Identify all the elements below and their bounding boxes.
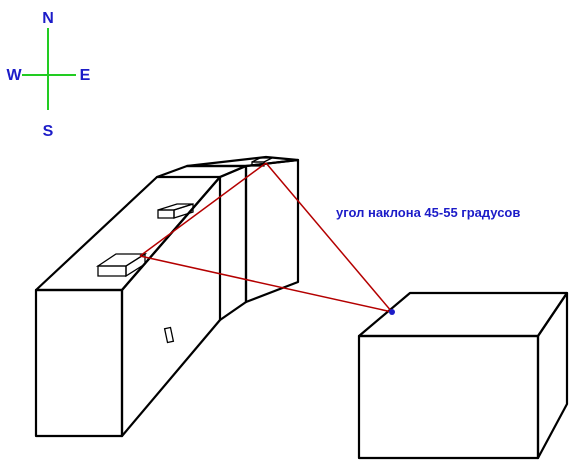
left-building-side-face — [120, 175, 222, 438]
sight-lines — [139, 162, 395, 315]
tilt-angle-annotation: угол наклона 45-55 градусов — [336, 205, 520, 220]
connecting-section-wall — [218, 164, 248, 322]
left-building-front-face — [34, 288, 124, 438]
right-building-side-face — [536, 291, 569, 460]
left-building-roof — [34, 175, 222, 292]
roof-panel-lower — [95, 252, 148, 278]
tower-building — [185, 155, 300, 304]
right-building — [357, 291, 569, 460]
compass-north-label: N — [42, 10, 54, 27]
right-building-front-face — [357, 334, 540, 460]
compass-east-label: E — [80, 67, 91, 84]
roof-panel-lower-top — [95, 253, 148, 267]
roof-panel-lower-front — [97, 265, 127, 277]
compass-west-label: W — [6, 67, 22, 84]
roof-panel-upper-side — [173, 203, 194, 219]
left-building — [34, 175, 222, 438]
connecting-section — [155, 164, 248, 322]
compass-south-label: S — [43, 123, 54, 140]
roof-panel-upper-front — [157, 209, 175, 219]
left-building-window — [163, 326, 175, 344]
tower-roof-panel — [251, 157, 273, 167]
compass-rose: N S W E — [6, 10, 90, 140]
sight-line-lower-panel-to-block — [139, 255, 393, 313]
sight-point-marker — [389, 309, 395, 315]
roof-panel-lower-side — [125, 252, 146, 278]
roof-panel-upper — [157, 203, 194, 219]
right-building-roof — [357, 291, 569, 338]
sight-line-tower-to-block — [265, 162, 393, 313]
tower-roof-panel-front — [251, 161, 265, 167]
sight-line-tower-to-lower-panel — [139, 162, 267, 257]
tower-side-face — [244, 158, 300, 304]
